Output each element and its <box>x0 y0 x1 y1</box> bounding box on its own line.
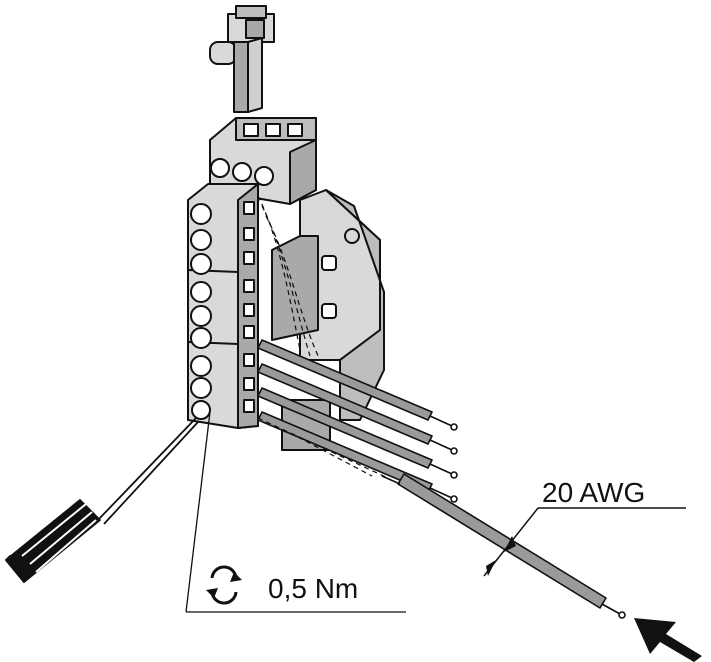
rotate-arrows-icon <box>206 565 242 605</box>
awg-label: 20 AWG <box>542 477 645 508</box>
awg-dimension <box>483 507 686 577</box>
torque-label: 0,5 Nm <box>268 573 358 604</box>
insert-wire <box>257 417 626 619</box>
housing-body <box>271 189 385 451</box>
top-connector <box>209 117 317 205</box>
top-latch <box>209 5 275 113</box>
connected-wires <box>257 339 458 503</box>
torque-leader <box>185 411 406 613</box>
terminal-column <box>187 183 259 429</box>
screwdriver-icon <box>5 417 199 583</box>
arrow-icon <box>634 618 702 662</box>
